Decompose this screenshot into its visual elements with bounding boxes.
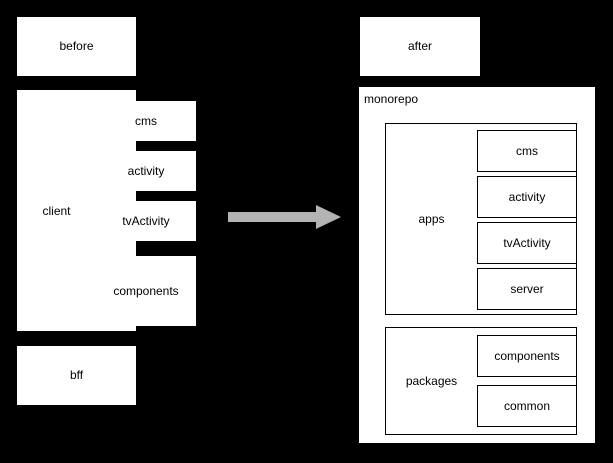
apps-group [385,123,577,315]
monorepo-label: monorepo [364,92,419,106]
before-child-activity-label: activity [127,163,165,178]
packages-group [385,327,577,435]
after-title-label: after [407,39,432,54]
bff-box: bff [17,346,136,405]
before-child-components-label: components [113,283,179,298]
client-label: client [42,204,71,218]
before-title-label: before [59,39,94,54]
before-child-components: components [96,256,196,326]
apps-child-tvactivity: tvActivity [477,222,577,264]
before-title-box: before [17,17,136,76]
before-child-cms-label: cms [135,113,157,128]
apps-child-cms: cms [477,130,577,172]
packages-child-common: common [477,385,577,427]
apps-child-cms-label: cms [516,143,538,158]
before-child-tvactivity: tvActivity [96,201,196,241]
apps-child-activity-label: activity [508,189,546,204]
apps-label: apps [418,212,445,226]
migration-arrow-icon [228,205,341,229]
packages-child-common-label: common [503,398,550,413]
before-child-cms: cms [96,101,196,141]
apps-child-server: server [477,268,577,310]
apps-child-server-label: server [510,281,544,296]
apps-child-tvactivity-label: tvActivity [503,235,551,250]
packages-child-components-label: components [494,348,560,363]
before-child-activity: activity [96,151,196,191]
before-child-tvactivity-label: tvActivity [122,213,170,228]
apps-child-activity: activity [477,176,577,218]
after-title-box: after [360,17,480,76]
packages-label: packages [405,374,458,388]
bff-label: bff [69,368,84,383]
packages-child-components: components [477,335,577,377]
